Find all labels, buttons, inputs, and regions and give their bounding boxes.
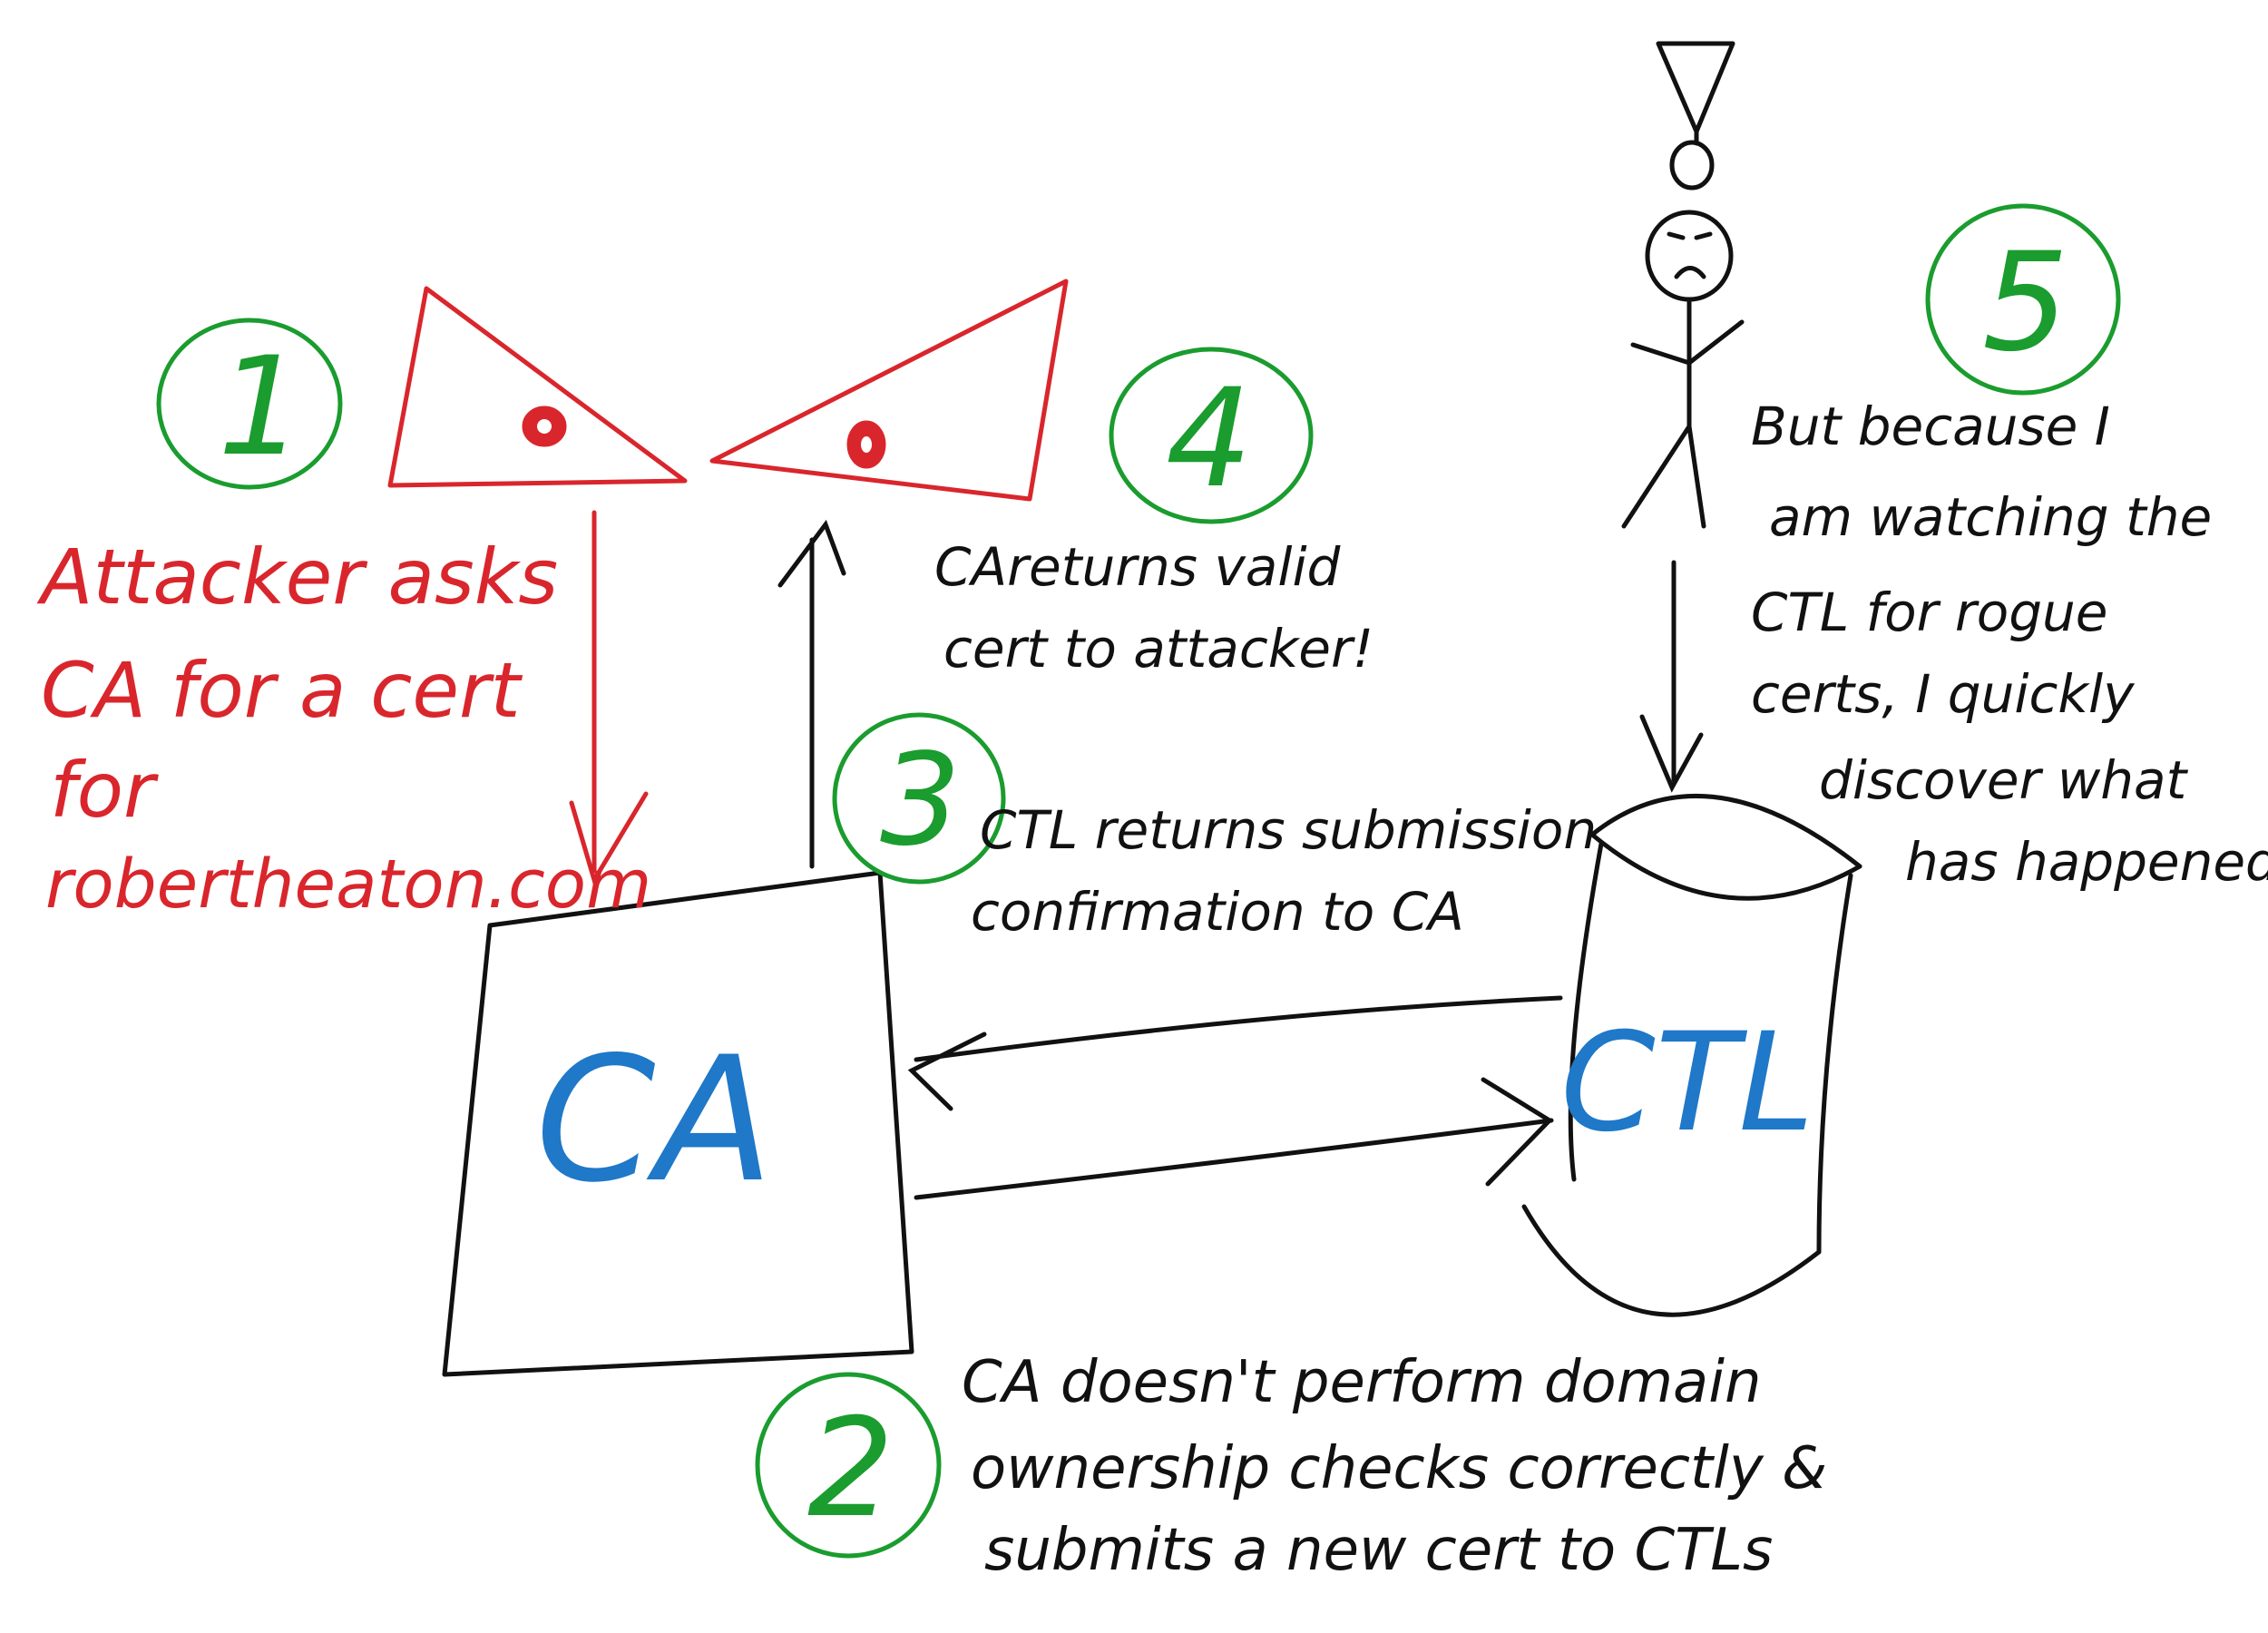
step-3-line: confirmation to CA	[971, 881, 1464, 943]
step-1-number: 1	[218, 328, 304, 486]
step-3-badge: 3	[832, 712, 1006, 885]
step-1-line: for	[50, 746, 159, 835]
step-5-text: But because I am watching the CTL for ro…	[1751, 396, 2268, 893]
step-5-line: discover what	[1819, 749, 2189, 811]
step-5-line: certs, I quickly	[1751, 663, 2135, 725]
stick-figure-watcher-icon	[1621, 41, 1745, 529]
step-4-line: CAreturns valid	[934, 536, 1342, 598]
step-2-number: 2	[807, 1390, 894, 1548]
step-5-line: CTL for rogue	[1751, 582, 2107, 643]
step-1-badge: 1	[156, 318, 343, 490]
step-1-line: CA for a cert	[41, 646, 523, 735]
request-arrow-icon	[569, 510, 649, 886]
step-4-badge: 4	[1109, 347, 1314, 524]
attacker-eyes-icon	[387, 279, 1069, 502]
step-2-text: CA doesn't perform domain ownership chec…	[962, 1349, 1827, 1584]
step-2-badge: 2	[755, 1372, 942, 1559]
step-1-line: robertheaton.com	[45, 846, 651, 924]
step-5-badge: 5	[1925, 203, 2121, 396]
step-5-line: But because I	[1751, 396, 2110, 457]
ctl-cylinder	[1521, 793, 1862, 1317]
ca-box	[442, 870, 914, 1377]
step-1-text: Attacker asks CA for a cert for roberthe…	[36, 533, 651, 924]
step-3-text: CTL returns submission confirmation to C…	[971, 799, 1597, 943]
confirmation-arrow-icon	[907, 995, 1563, 1111]
step-5-line: has happened	[1905, 831, 2268, 893]
step-5-number: 5	[1982, 224, 2068, 382]
step-4-text: CAreturns valid cert to attacker!	[934, 536, 1374, 680]
submission-arrow-icon	[914, 1077, 1554, 1200]
step-1-line: Attacker asks	[36, 533, 558, 621]
watch-arrow-icon	[1639, 560, 1704, 793]
step-4-line: cert to attacker!	[943, 618, 1374, 680]
ca-label: CA	[535, 1020, 774, 1220]
step-3-line: CTL returns submission	[980, 799, 1597, 861]
step-2-line: ownership checks correctly &	[971, 1435, 1827, 1502]
step-5-line: am watching the	[1769, 486, 2212, 548]
step-4-number: 4	[1166, 360, 1252, 518]
return-arrow-icon	[777, 519, 846, 869]
step-2-line: submits a new cert to CTLs	[984, 1517, 1773, 1584]
step-2-line: CA doesn't perform domain	[962, 1349, 1762, 1416]
ctl-label: CTL	[1560, 1004, 1814, 1162]
step-3-number: 3	[880, 727, 961, 875]
